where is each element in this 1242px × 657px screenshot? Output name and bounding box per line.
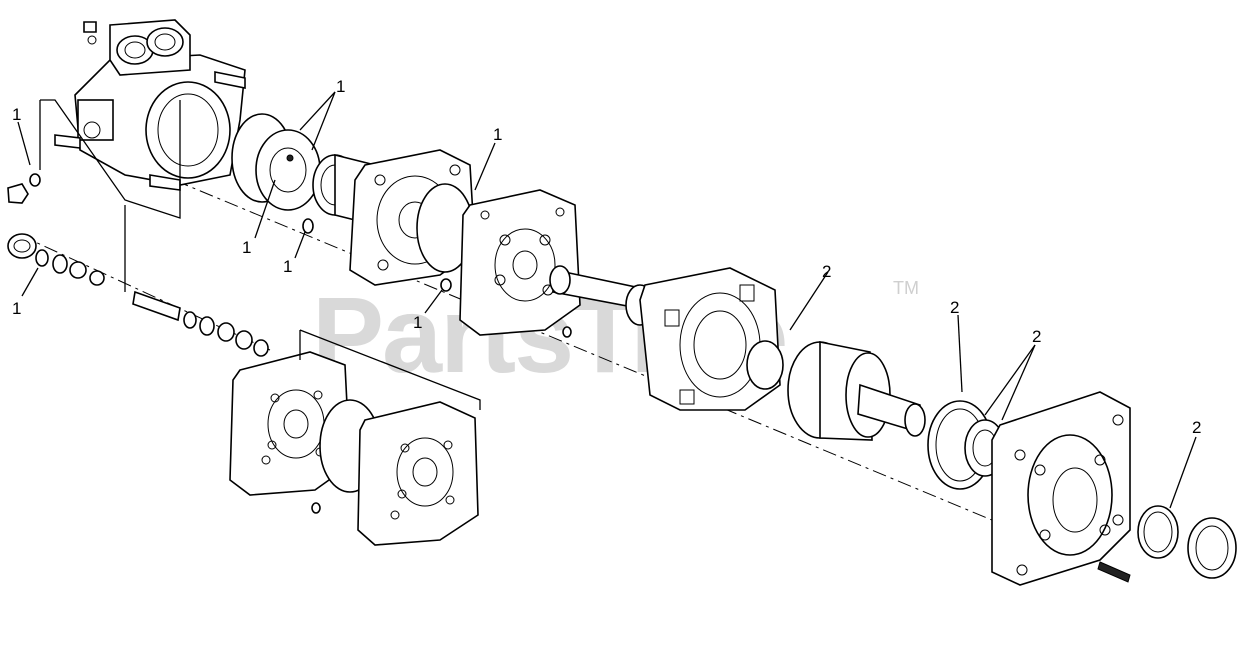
mounting-flange <box>991 391 1131 586</box>
gerotor-plate-upper <box>459 189 581 336</box>
callout-1-e: 1 <box>242 238 251 257</box>
callout-labels: 1 1 1 1 1 1 1 2 2 2 2 <box>12 77 1201 437</box>
callout-2-c: 2 <box>1032 327 1041 346</box>
center-axis-line <box>149 169 1041 541</box>
callout-1-a: 1 <box>12 105 21 124</box>
callout-1-b: 1 <box>12 299 21 318</box>
flange-bolt <box>1097 561 1131 583</box>
seal-ring-group <box>231 113 321 211</box>
callout-1-d: 1 <box>493 125 502 144</box>
watermark-trademark: TM <box>893 278 919 298</box>
callout-1-c: 1 <box>336 77 345 96</box>
gerotor-plate-lower-left <box>229 351 351 496</box>
gerotor-plate-lower-right <box>357 401 479 546</box>
callout-1-g: 1 <box>413 313 422 332</box>
dust-cap <box>1187 517 1237 579</box>
grouping-lines <box>39 99 481 410</box>
housing-seal <box>746 340 784 390</box>
left-small-parts <box>7 173 269 357</box>
valve-housing <box>54 19 246 191</box>
callout-1-f: 1 <box>283 257 292 276</box>
leader-lines <box>17 91 1197 509</box>
output-shaft <box>787 341 926 441</box>
bearing-housing <box>639 267 781 411</box>
callout-2-a: 2 <box>822 262 831 281</box>
callout-2-b: 2 <box>950 298 959 317</box>
small-o-ring-3 <box>562 326 572 338</box>
end-seal-ring <box>1137 505 1179 559</box>
small-o-ring-2 <box>440 278 452 292</box>
small-o-ring <box>302 218 314 234</box>
callout-2-d: 2 <box>1192 418 1201 437</box>
lower-small-o-ring <box>311 502 321 514</box>
